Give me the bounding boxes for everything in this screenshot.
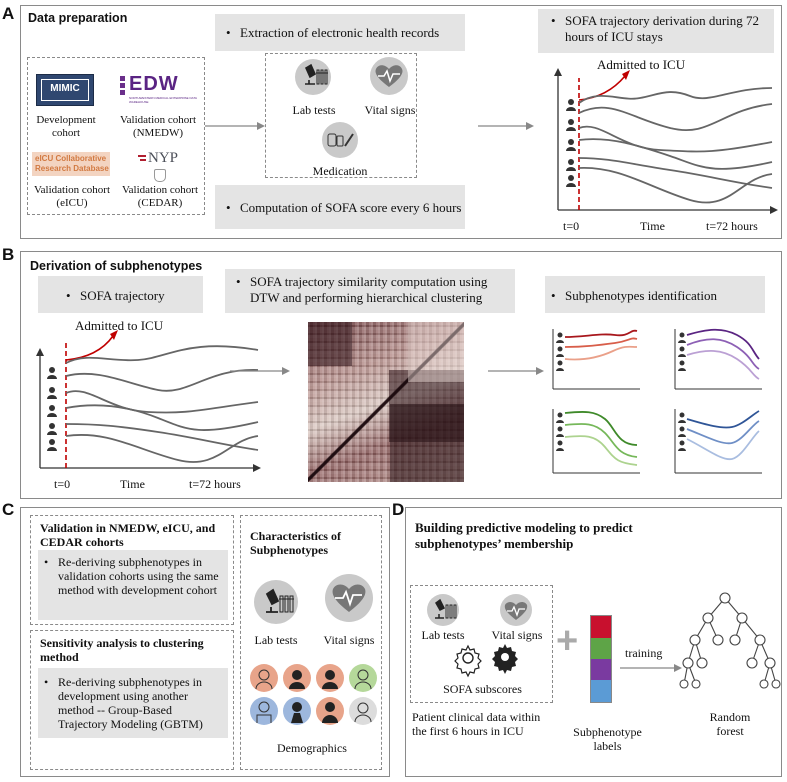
patient-data-box bbox=[410, 585, 553, 703]
panel-d-title: Building predictive modeling to predict … bbox=[415, 520, 633, 551]
eicu-logo: eICU Collaborative Research Database bbox=[32, 152, 110, 176]
gear-filled-icon bbox=[492, 644, 518, 674]
lab-tests-label-d: Lab tests bbox=[421, 628, 465, 642]
sensitivity-text: Re-deriving subphenotypes in development… bbox=[44, 675, 223, 731]
time-label-a: Time bbox=[640, 219, 665, 233]
arrow-b2 bbox=[488, 367, 544, 375]
microscope-glyph bbox=[304, 63, 328, 85]
demographics-label: Demographics bbox=[277, 741, 347, 755]
demographic-icon-2 bbox=[283, 664, 311, 692]
nyp-logo: NYP bbox=[138, 150, 198, 182]
subphenotype-labels-text: Subphenotype labels bbox=[573, 725, 642, 753]
demographic-icon-7 bbox=[316, 697, 344, 725]
microscope-glyph-c bbox=[265, 588, 294, 613]
medication-label: Medication bbox=[312, 164, 368, 178]
identification-text: Subphenotypes identification bbox=[551, 288, 717, 304]
t72-label-a: t=72 hours bbox=[706, 219, 758, 233]
arrow-a2 bbox=[478, 122, 534, 130]
arrow-b1 bbox=[230, 367, 290, 375]
sofa-subscores-label: SOFA subscores bbox=[443, 682, 522, 696]
random-forest-tree bbox=[679, 592, 781, 689]
lab-tests-label-c: Lab tests bbox=[254, 633, 298, 647]
demographic-icon-4 bbox=[349, 664, 377, 692]
heart-glyph-c bbox=[332, 584, 366, 612]
pill-glyph bbox=[327, 133, 354, 147]
mimic-caption: Development cohort bbox=[36, 114, 96, 139]
sofa-text: Computation of SOFA score every 6 hours bbox=[226, 200, 464, 216]
admitted-label-b: Admitted to ICU bbox=[75, 318, 164, 333]
vital-signs-label-a: Vital signs bbox=[364, 103, 416, 117]
demographic-icon-1 bbox=[250, 664, 278, 692]
plus-sign: + bbox=[556, 620, 579, 662]
subphenotype-purple bbox=[674, 328, 762, 390]
validation-box bbox=[30, 515, 234, 625]
validation-text: Re-deriving subphenotypes in validation … bbox=[44, 555, 223, 597]
microscope-glyph-d bbox=[435, 598, 457, 619]
b-trajectory-text: SOFA trajectory bbox=[66, 288, 165, 304]
validation-title: Validation in NMEDW, eICU, and CEDAR coh… bbox=[40, 521, 216, 549]
edw-logo: EDW NORTHWESTERN MEDICAL ENTERPRISE DATA… bbox=[120, 73, 200, 106]
demographic-icon-8 bbox=[349, 697, 377, 725]
data-sources-box bbox=[27, 57, 205, 215]
subphenotype-green bbox=[552, 409, 640, 474]
admitted-label-a: Admitted to ICU bbox=[597, 57, 686, 72]
mimic-logo: MIMIC bbox=[36, 74, 94, 106]
ehr-text: Extraction of electronic health records bbox=[226, 25, 460, 41]
trajectory-title: SOFA trajectory derivation during 72 hou… bbox=[551, 13, 765, 45]
similarity-text: SOFA trajectory similarity computation u… bbox=[236, 274, 512, 306]
dtw-heatmap bbox=[308, 322, 464, 482]
trajectory-chart-a bbox=[554, 68, 778, 214]
label-color-green bbox=[591, 638, 611, 659]
panel-b-title: Derivation of subphenotypes bbox=[30, 259, 203, 273]
sensitivity-box bbox=[30, 630, 234, 770]
t0-label-a: t=0 bbox=[563, 219, 580, 233]
heart-glyph-d bbox=[504, 602, 528, 620]
edw-caption: Validation cohort (NMEDW) bbox=[119, 114, 197, 139]
training-arrow bbox=[620, 664, 682, 672]
label-color-blue bbox=[591, 680, 611, 702]
t0-label-b: t=0 bbox=[54, 477, 71, 491]
lab-tests-label-a: Lab tests bbox=[292, 103, 336, 117]
panel-d-letter: D bbox=[392, 500, 405, 519]
vital-signs-label-c: Vital signs bbox=[323, 633, 375, 647]
time-label-b: Time bbox=[120, 477, 145, 491]
panel-b-letter: B bbox=[2, 245, 15, 264]
gear-outline-icon bbox=[454, 644, 482, 678]
characteristics-box bbox=[240, 515, 382, 770]
panel-a-letter: A bbox=[2, 4, 15, 23]
eicu-caption: Validation cohort (eICU) bbox=[33, 184, 111, 209]
t72-label-b: t=72 hours bbox=[189, 477, 241, 491]
arrow-a1 bbox=[205, 122, 265, 130]
label-color-purple bbox=[591, 659, 611, 680]
subphenotype-blue bbox=[674, 409, 762, 474]
nyp-caption: Validation cohort (CEDAR) bbox=[121, 184, 199, 209]
patient-data-label: Patient clinical data within the first 6… bbox=[412, 710, 541, 738]
ehr-types-box bbox=[265, 53, 417, 178]
vital-signs-label-d: Vital signs bbox=[491, 628, 543, 642]
demographic-icon-6 bbox=[283, 697, 311, 725]
random-forest-label: Random forest bbox=[709, 710, 751, 738]
subphenotype-red bbox=[552, 329, 640, 390]
heart-glyph bbox=[375, 65, 403, 87]
demographic-icon-3 bbox=[316, 664, 344, 692]
panel-c-letter: C bbox=[2, 500, 15, 519]
training-label: training bbox=[625, 646, 663, 660]
panel-a-title: Data preparation bbox=[28, 11, 128, 25]
label-color-red bbox=[591, 616, 611, 638]
subphenotype-label-bar bbox=[590, 615, 612, 703]
trajectory-chart-b bbox=[36, 330, 261, 472]
demographic-icon-5 bbox=[250, 697, 278, 725]
characteristics-title: Characteristics of Subphenotypes bbox=[250, 529, 341, 557]
sensitivity-title: Sensitivity analysis to clustering metho… bbox=[40, 636, 204, 664]
